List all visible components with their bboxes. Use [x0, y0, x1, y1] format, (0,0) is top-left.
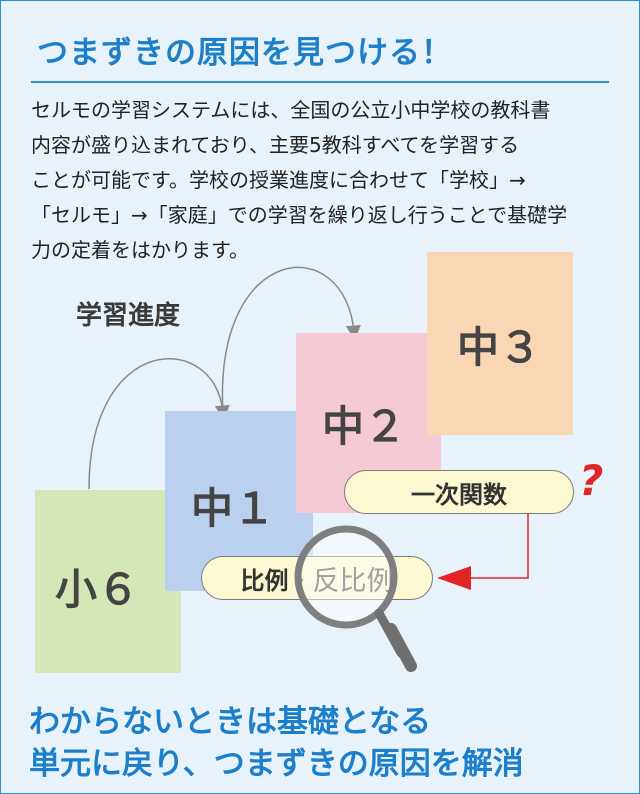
topic-label-right: 反比例 — [313, 559, 394, 598]
curved-arrow-icon — [221, 266, 361, 414]
grade-label: 中３ — [457, 323, 542, 372]
grade-label: 小６ — [55, 565, 140, 614]
conclusion-line: わからないときは基礎となる — [29, 704, 432, 740]
topic-pill-upper: 一次関数 — [344, 470, 574, 514]
conclusion-line: 単元に戻り、つまずきの原因を解消 — [29, 746, 524, 782]
intro-line: 「セルモ」→「家庭」での学習を繰り返し行うことで基礎学 — [31, 203, 568, 227]
topic-label: 一次関数 — [411, 480, 507, 509]
progress-label: 学習進度 — [76, 301, 181, 331]
curved-arrow-icon — [88, 358, 230, 490]
intro-line: 内容が盛り込まれており、主要5教科すべてを学習する — [31, 133, 520, 157]
page-title: つまずきの原因を見つける！ — [37, 35, 453, 71]
question-mark-icon: ? — [579, 456, 604, 505]
intro-paragraph: セルモの学習システムには、全国の公立小中学校の教科書 内容が盛り込まれており、主… — [31, 93, 621, 268]
intro-line: ことが可能です。学校の授業進度に合わせて「学校」→ — [31, 168, 526, 192]
grade-box-6: 小６ — [35, 490, 181, 673]
grade-label: 中２ — [322, 402, 407, 451]
intro-line: 力の定着をはかります。 — [31, 238, 249, 262]
intro-line: セルモの学習システムには、全国の公立小中学校の教科書 — [31, 98, 551, 122]
grade-box-j3: 中３ — [427, 252, 573, 435]
topic-label-left: 比例 — [240, 566, 289, 595]
title-divider — [31, 81, 609, 83]
grade-label: 中１ — [191, 484, 276, 533]
conclusion-text: わからないときは基礎となる 単元に戻り、つまずきの原因を解消 — [29, 701, 524, 785]
